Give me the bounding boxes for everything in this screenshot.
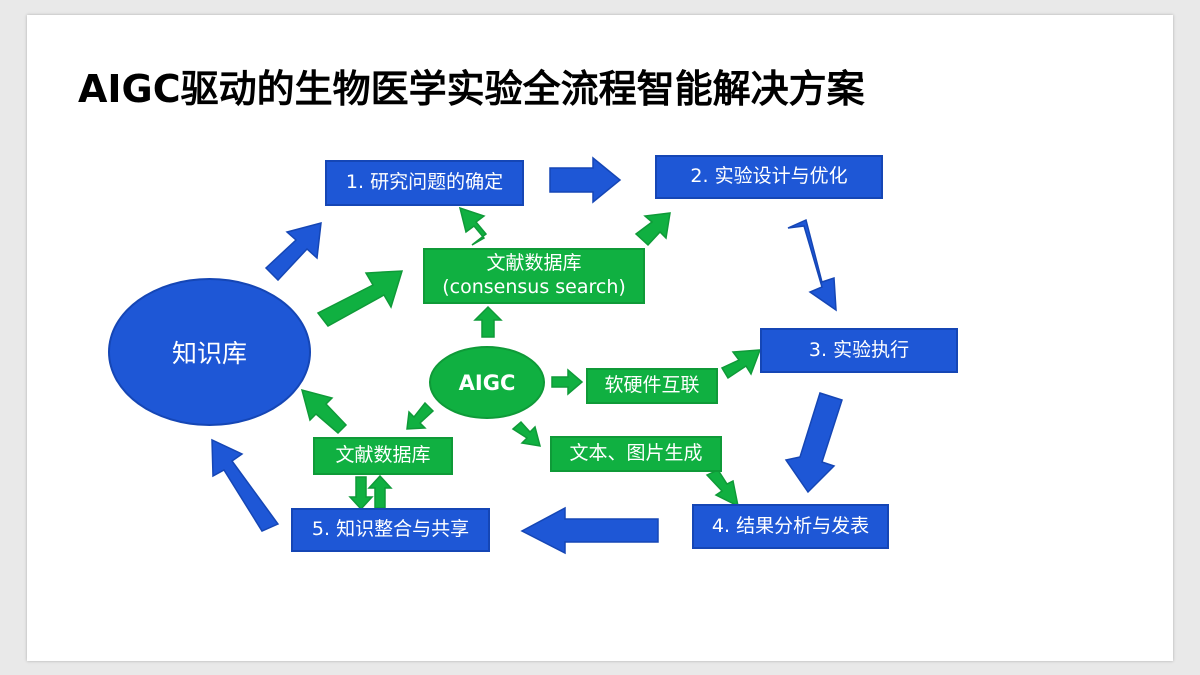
arrow-hwsw-to-step3 xyxy=(720,349,762,380)
arrow-step4-to-step5 xyxy=(520,506,659,555)
arrow-textgen-to-step4 xyxy=(705,469,740,508)
arrow-litdb-bottom-to-knowledge xyxy=(300,388,348,435)
arrow-litdb-to-step1 xyxy=(458,206,488,246)
arrow-aigc-to-textgen xyxy=(511,420,542,447)
arrow-knowledge-to-step1 xyxy=(264,221,322,282)
knowledge-base-ellipse: 知识库 xyxy=(108,278,311,426)
step-2-label: 2. 实验设计与优化 xyxy=(690,165,848,188)
step-5-box: 5. 知识整合与共享 xyxy=(291,508,490,552)
step-1-label: 1. 研究问题的确定 xyxy=(345,171,504,194)
literature-db-top-line1: 文献数据库 xyxy=(486,252,582,275)
text-image-gen-box: 文本、图片生成 xyxy=(550,436,722,472)
step-3-box: 3. 实验执行 xyxy=(760,328,958,373)
page-title: AIGC驱动的生物医学实验全流程智能解决方案 xyxy=(78,67,865,111)
step-4-label: 4. 结果分析与发表 xyxy=(711,514,870,537)
arrow-aigc-to-litdb xyxy=(473,305,503,338)
arrow-step3-to-step4 xyxy=(784,392,843,494)
arrow-step5-to-knowledge xyxy=(211,438,280,532)
arrow-aigc-to-hwsw xyxy=(551,368,584,396)
arrow-step1-to-step2 xyxy=(549,156,622,204)
literature-db-top-line2: (consensus search) xyxy=(442,276,626,298)
hw-sw-label: 软硬件互联 xyxy=(604,374,700,397)
arrow-step2-to-step3 xyxy=(787,218,837,312)
arrow-aigc-to-litdb-bottom xyxy=(406,401,435,430)
aigc-label: AIGC xyxy=(458,370,516,395)
aigc-ellipse: AIGC xyxy=(429,346,545,419)
arrow-knowledge-to-litdb xyxy=(316,270,404,327)
hw-sw-box: 软硬件互联 xyxy=(586,368,718,404)
text-image-gen-label: 文本、图片生成 xyxy=(569,442,703,465)
arrow-litdb-to-step2 xyxy=(634,212,671,247)
literature-db-bottom-box: 文献数据库 xyxy=(313,437,453,475)
knowledge-base-label: 知识库 xyxy=(171,339,247,368)
literature-db-bottom-label: 文献数据库 xyxy=(335,444,431,467)
step-2-box: 2. 实验设计与优化 xyxy=(655,155,883,199)
step-5-label: 5. 知识整合与共享 xyxy=(311,518,470,541)
arrow-litdb-bottom-to-step5 xyxy=(348,476,374,511)
arrow-step5-to-litdb-bottom xyxy=(367,474,393,509)
step-1-box: 1. 研究问题的确定 xyxy=(325,160,524,206)
literature-db-top-box: 文献数据库 (consensus search) xyxy=(423,248,645,304)
step-3-label: 3. 实验执行 xyxy=(808,338,910,361)
step-4-box: 4. 结果分析与发表 xyxy=(692,504,889,549)
